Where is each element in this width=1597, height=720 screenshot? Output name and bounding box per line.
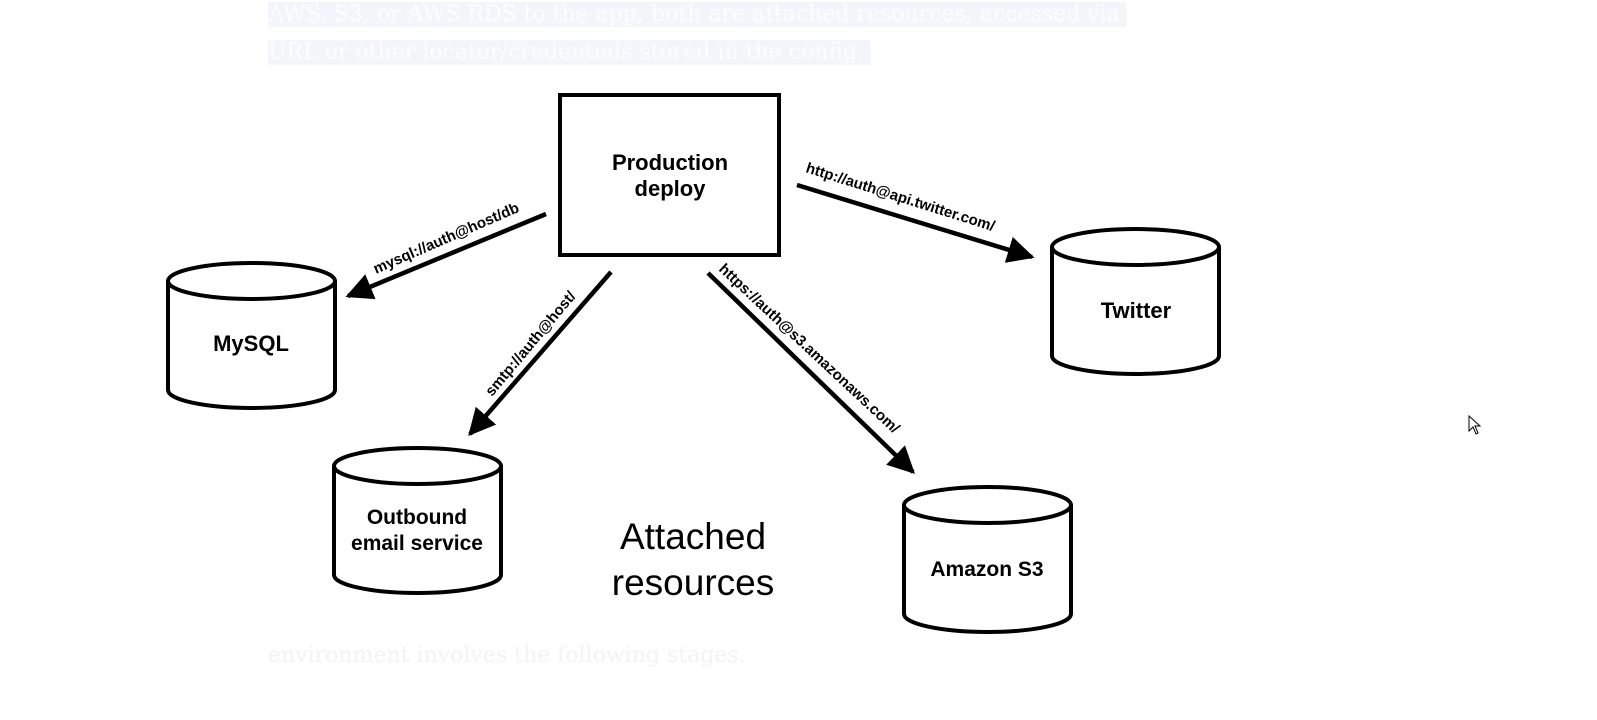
- paragraph-line-1: AWS, S3, or AWS RDS to the app, both are…: [268, 0, 1126, 34]
- email-label-1: Outbound: [367, 506, 467, 529]
- arrow-mysql: [345, 211, 547, 300]
- production-deploy-box: Production deploy: [558, 93, 781, 257]
- paragraph-line-2: URL or other locator/credentials stored …: [268, 34, 871, 72]
- s3-cylinder: Amazon S3: [902, 485, 1073, 634]
- arrow-email: [468, 270, 613, 437]
- mouse-cursor-icon: [1468, 415, 1482, 435]
- email-label-2: email service: [351, 532, 483, 555]
- selected-text: AWS, S3, or AWS RDS to the app, both are…: [268, 2, 1126, 27]
- selected-text: URL or other locator/credentials stored …: [268, 40, 871, 65]
- caption-line-2: resources: [612, 562, 774, 603]
- email-cylinder: Outbound email service: [332, 446, 503, 595]
- mysql-label: MySQL: [213, 331, 289, 356]
- twitter-cylinder: Twitter: [1050, 227, 1221, 376]
- paragraph-after: environment involves the following stage…: [268, 643, 746, 668]
- twitter-label: Twitter: [1101, 298, 1172, 323]
- mysql-cylinder: MySQL: [166, 261, 337, 410]
- center-label-1: Production: [612, 150, 728, 175]
- center-label-2: deploy: [635, 176, 707, 201]
- caption-line-1: Attached: [620, 516, 766, 557]
- s3-label: Amazon S3: [930, 558, 1043, 581]
- arrow-twitter: [796, 182, 1035, 263]
- smtp-url-label: smtp://auth@host/: [482, 287, 580, 399]
- arrow-s3: [706, 271, 915, 474]
- mysql-url-label: mysql://auth@host/db: [371, 199, 522, 277]
- s3-url-label: https://auth@s3.amazonaws.com/: [715, 260, 903, 437]
